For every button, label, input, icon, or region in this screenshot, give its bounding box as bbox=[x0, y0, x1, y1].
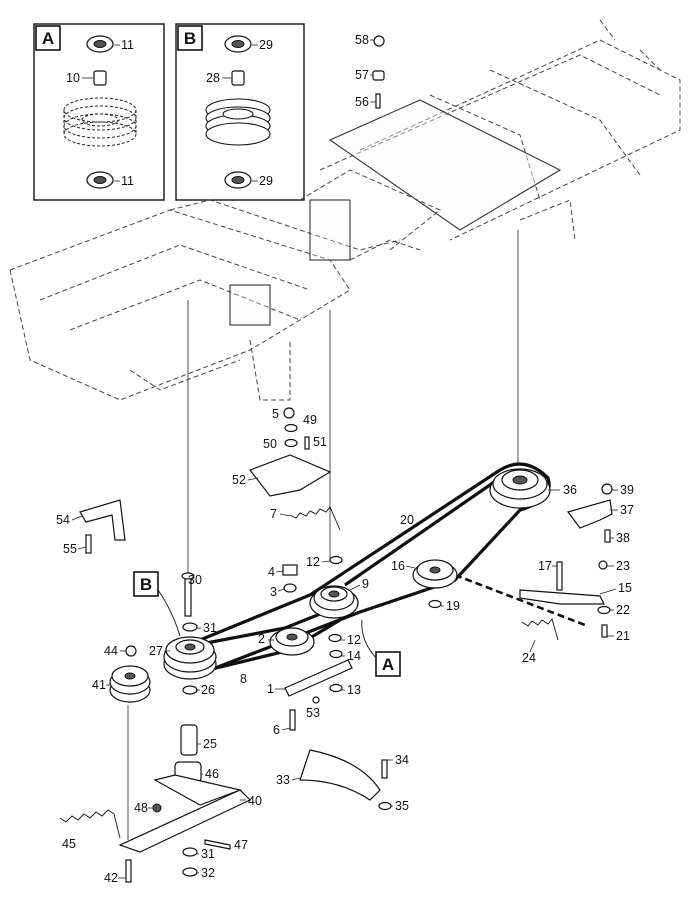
part-label-57: 57 bbox=[355, 68, 369, 82]
part-label-41: 41 bbox=[92, 678, 106, 692]
pulley-36 bbox=[489, 468, 551, 509]
inset-a-label-bottom: 11 bbox=[121, 174, 134, 188]
part-label-2: 2 bbox=[258, 632, 265, 646]
part-label-58: 58 bbox=[355, 33, 369, 47]
part-label-9: 9 bbox=[362, 577, 369, 591]
part-label-37: 37 bbox=[620, 503, 634, 517]
pulley-27 bbox=[163, 636, 217, 680]
part-label-53: 53 bbox=[306, 706, 320, 720]
part-labels: 58 57 56 5 49 50 51 52 54 55 7 20 36 39 … bbox=[56, 33, 634, 885]
pulley-41 bbox=[109, 665, 151, 703]
pulley-2 bbox=[269, 627, 315, 656]
part-label-6: 6 bbox=[273, 723, 280, 737]
part-label-4: 4 bbox=[268, 565, 275, 579]
part-label-8: 8 bbox=[240, 672, 247, 686]
part-label-20: 20 bbox=[400, 513, 414, 527]
part-label-23: 23 bbox=[616, 559, 630, 573]
part-label-14: 14 bbox=[347, 649, 361, 663]
part-label-5: 5 bbox=[272, 407, 279, 421]
part-label-45: 45 bbox=[62, 837, 76, 851]
part-label-56: 56 bbox=[355, 95, 369, 109]
part-label-39: 39 bbox=[620, 483, 634, 497]
part-label-19: 19 bbox=[446, 599, 460, 613]
part-label-35: 35 bbox=[395, 799, 409, 813]
inset-a-tag: A bbox=[42, 29, 54, 48]
inset-b-label-mid: 28 bbox=[206, 71, 220, 85]
inset-b-label-bottom: 29 bbox=[259, 174, 273, 188]
part-label-30: 30 bbox=[188, 573, 202, 587]
part-label-24: 24 bbox=[522, 651, 536, 665]
part-label-31-lower: 31 bbox=[201, 847, 215, 861]
part-label-40: 40 bbox=[248, 794, 262, 808]
part-label-7: 7 bbox=[270, 507, 277, 521]
part-label-51: 51 bbox=[313, 435, 327, 449]
svg-text:A: A bbox=[382, 655, 394, 674]
part-label-32: 32 bbox=[201, 866, 215, 880]
part-label-1: 1 bbox=[267, 682, 274, 696]
part-label-50: 50 bbox=[263, 437, 277, 451]
part-label-27: 27 bbox=[149, 644, 163, 658]
callout-tag-b: B bbox=[133, 571, 181, 637]
svg-text:B: B bbox=[140, 575, 152, 594]
part-label-47: 47 bbox=[234, 838, 248, 852]
part-label-34: 34 bbox=[395, 753, 409, 767]
part-label-13: 13 bbox=[347, 683, 361, 697]
part-label-46: 46 bbox=[205, 767, 219, 781]
part-label-31-upper: 31 bbox=[203, 621, 217, 635]
part-label-38: 38 bbox=[616, 531, 630, 545]
part-label-17: 17 bbox=[538, 559, 552, 573]
part-label-12-upper: 12 bbox=[306, 555, 320, 569]
part-label-3: 3 bbox=[270, 585, 277, 599]
part-label-12-lower: 12 bbox=[347, 633, 361, 647]
callout-tag-a: A bbox=[361, 619, 401, 677]
part-label-55: 55 bbox=[63, 542, 77, 556]
part-label-15: 15 bbox=[618, 581, 632, 595]
part-label-33: 33 bbox=[276, 773, 290, 787]
inset-a: A 11 10 11 bbox=[33, 23, 165, 201]
part-label-54: 54 bbox=[56, 513, 70, 527]
inset-a-label-mid: 10 bbox=[66, 71, 80, 85]
inset-a-label-top: 11 bbox=[121, 38, 134, 52]
part-label-26: 26 bbox=[201, 683, 215, 697]
part-label-36: 36 bbox=[563, 483, 577, 497]
alignment-lines bbox=[127, 230, 519, 840]
pulley-16 bbox=[412, 559, 458, 589]
part-label-21: 21 bbox=[616, 629, 630, 643]
inset-b-label-top: 29 bbox=[259, 38, 273, 52]
part-label-22: 22 bbox=[616, 603, 630, 617]
inset-b-tag: B bbox=[184, 29, 196, 48]
part-label-48: 48 bbox=[134, 801, 148, 815]
pulley-9 bbox=[309, 585, 359, 619]
inset-b: B 29 28 29 bbox=[175, 23, 305, 201]
part-label-42: 42 bbox=[104, 871, 118, 885]
part-label-52: 52 bbox=[232, 473, 246, 487]
hardware bbox=[59, 35, 613, 883]
part-label-44: 44 bbox=[104, 644, 118, 658]
tractor-frame bbox=[9, 19, 681, 401]
part-label-49: 49 bbox=[303, 413, 317, 427]
part-label-25: 25 bbox=[203, 737, 217, 751]
part-label-16: 16 bbox=[391, 559, 405, 573]
